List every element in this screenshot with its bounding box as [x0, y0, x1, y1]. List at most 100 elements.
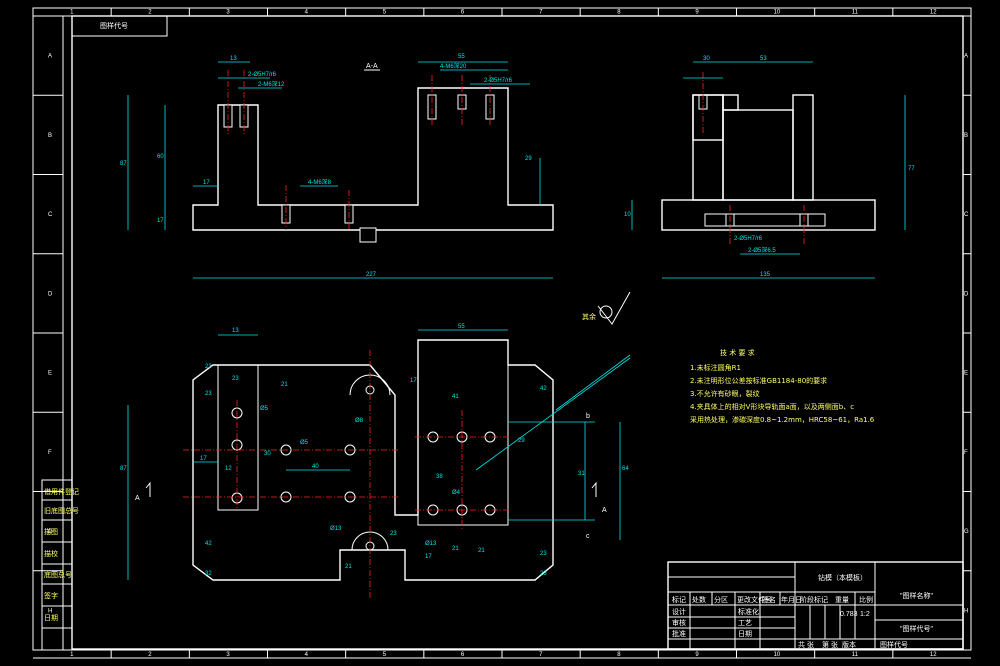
side-dim-0: 30	[703, 56, 710, 62]
column-label: 9	[695, 10, 699, 16]
plan-dim-21: 42	[205, 541, 212, 547]
plan-section-mark-1: A	[602, 507, 607, 514]
plan-dim-3: 23	[232, 376, 239, 382]
column-label: 10	[774, 10, 781, 16]
outer-border	[32, 7, 972, 651]
column-label: 11	[852, 652, 859, 658]
front-dim-8: 29	[525, 156, 532, 162]
side-dim-6: 135	[760, 272, 771, 278]
tech-requirements: 技 术 要 求 1.未标注圆角R1 2.未注明形位公差按标准GB1184-80的…	[690, 348, 875, 424]
tech-item-0: 1.未标注圆角R1	[690, 363, 741, 372]
plan-dim-13: 29	[518, 438, 525, 444]
tech-item-3: 4.夹具体上的相对V形块导轨面a面，以及两侧面b、c	[690, 402, 854, 411]
front-dim-12: 227	[366, 272, 377, 278]
column-label: 7	[539, 10, 543, 16]
title-drawing-code: "图样代号"	[900, 624, 933, 633]
side-dim-1: 53	[760, 56, 767, 62]
plan-dim-0: 13	[232, 328, 239, 334]
column-label: 2	[148, 10, 152, 16]
roughness-symbol: 其余	[582, 291, 631, 325]
left-strip-item-4: 底图总号	[44, 570, 72, 579]
title-version-label: 版本	[842, 640, 856, 649]
plan-dim-17: 40	[312, 464, 319, 470]
row-label: E	[48, 371, 52, 377]
plan-ref-b: b	[586, 413, 590, 420]
roughness-label: 其余	[582, 312, 596, 321]
row-label: G	[964, 529, 969, 535]
plan-dim-12: Ø5	[300, 440, 309, 446]
left-strip-item-1: 旧底图总号	[44, 506, 79, 515]
title-left-label-0: 标记	[672, 595, 686, 604]
column-label: 1	[70, 652, 74, 658]
title-left-label-4: 签名	[762, 595, 776, 604]
front-section-body	[192, 87, 554, 231]
section-label: A-A	[366, 63, 378, 70]
title-sheet-info-1: 第 张	[822, 640, 838, 649]
plan-left-rail	[217, 364, 259, 511]
title-row-label-3: 批准	[672, 629, 686, 638]
plan-dim-4: 21	[281, 382, 288, 388]
top-left-code-label: 图样代号	[100, 21, 128, 30]
plan-dim-22: 21	[345, 564, 352, 570]
plan-dim-29: Ø13	[425, 541, 437, 547]
front-dim-9: 17	[203, 180, 210, 186]
top-left-code-box: 图样代号	[71, 15, 168, 37]
front-view: A-A	[120, 54, 554, 279]
plan-dim-26: 23	[540, 551, 547, 557]
column-label: 9	[695, 652, 699, 658]
front-dim-7: 60	[157, 154, 164, 160]
row-label: C	[964, 212, 969, 218]
row-label: B	[48, 133, 52, 139]
title-row-label-5: 日期	[738, 630, 752, 638]
title-left-label-2: 分区	[714, 595, 728, 604]
plan-view: 13 55 23 23 21 17 41 Ø5 87 17 64 30 Ø5 2…	[120, 324, 631, 600]
plan-dim-9: 17	[200, 456, 207, 462]
plan-section-mark-0: A	[135, 495, 140, 502]
plan-dim-24: 21	[452, 546, 459, 552]
plan-dim-18: Ø4	[452, 490, 461, 496]
plan-dim-30: 21	[478, 548, 485, 554]
title-material-label: "图样名称"	[900, 591, 933, 600]
left-strip: 借用件登记 旧底图总号 描图 描校 底图总号 签字 日期	[41, 479, 79, 651]
plan-dim-7: Ø5	[260, 406, 269, 412]
column-label: 6	[461, 652, 465, 658]
column-label: 12	[930, 652, 937, 658]
front-dim-6: 87	[120, 161, 127, 167]
side-view: 30 53 77 10 2-Ø5H7/r6 2-Ø5深6.5 135	[624, 56, 915, 279]
front-dim-2: 55	[458, 54, 465, 60]
title-stage-label: 阶段标记	[800, 595, 828, 604]
title-left-label-3: 更改文件号	[737, 595, 772, 604]
title-row-label-2: 工艺	[738, 619, 752, 627]
left-strip-item-6: 日期	[44, 614, 58, 622]
plan-dim-15: 31	[578, 471, 585, 477]
plan-dim-6: 41	[452, 394, 459, 400]
front-dim-4: 2-M6深12	[258, 80, 285, 88]
side-dim-3: 10	[624, 212, 631, 218]
left-strip-item-5: 签字	[44, 591, 58, 600]
column-label: 3	[226, 652, 230, 658]
title-row-label-4: 标准化	[738, 607, 759, 616]
plan-dim-16: 12	[225, 466, 232, 472]
column-label: 4	[305, 10, 309, 16]
row-label: D	[964, 291, 969, 297]
left-strip-item-2: 描图	[44, 527, 58, 536]
column-label: 8	[617, 10, 621, 16]
column-label: 12	[930, 10, 937, 16]
plan-dim-32: 23	[205, 391, 212, 397]
front-dim-3: 2-Ø5H7/r6	[248, 72, 277, 78]
title-row-label-1: 审核	[672, 618, 686, 627]
left-strip-item-3: 描校	[44, 549, 58, 558]
column-label: 7	[539, 652, 543, 658]
row-label: D	[48, 291, 53, 297]
column-label: 6	[461, 10, 465, 16]
column-label: 4	[305, 652, 309, 658]
front-dim-1: 4-M6深20	[440, 62, 467, 70]
title-left-label-1: 处数	[692, 595, 706, 604]
column-label: 1	[70, 10, 74, 16]
column-ticks	[110, 8, 894, 658]
side-dim-5: 2-Ø5深6.5	[748, 246, 776, 254]
plan-dim-20: 38	[436, 474, 443, 480]
tech-item-1: 2.未注明形位公差按标准GB1184-80的要求	[690, 376, 827, 385]
